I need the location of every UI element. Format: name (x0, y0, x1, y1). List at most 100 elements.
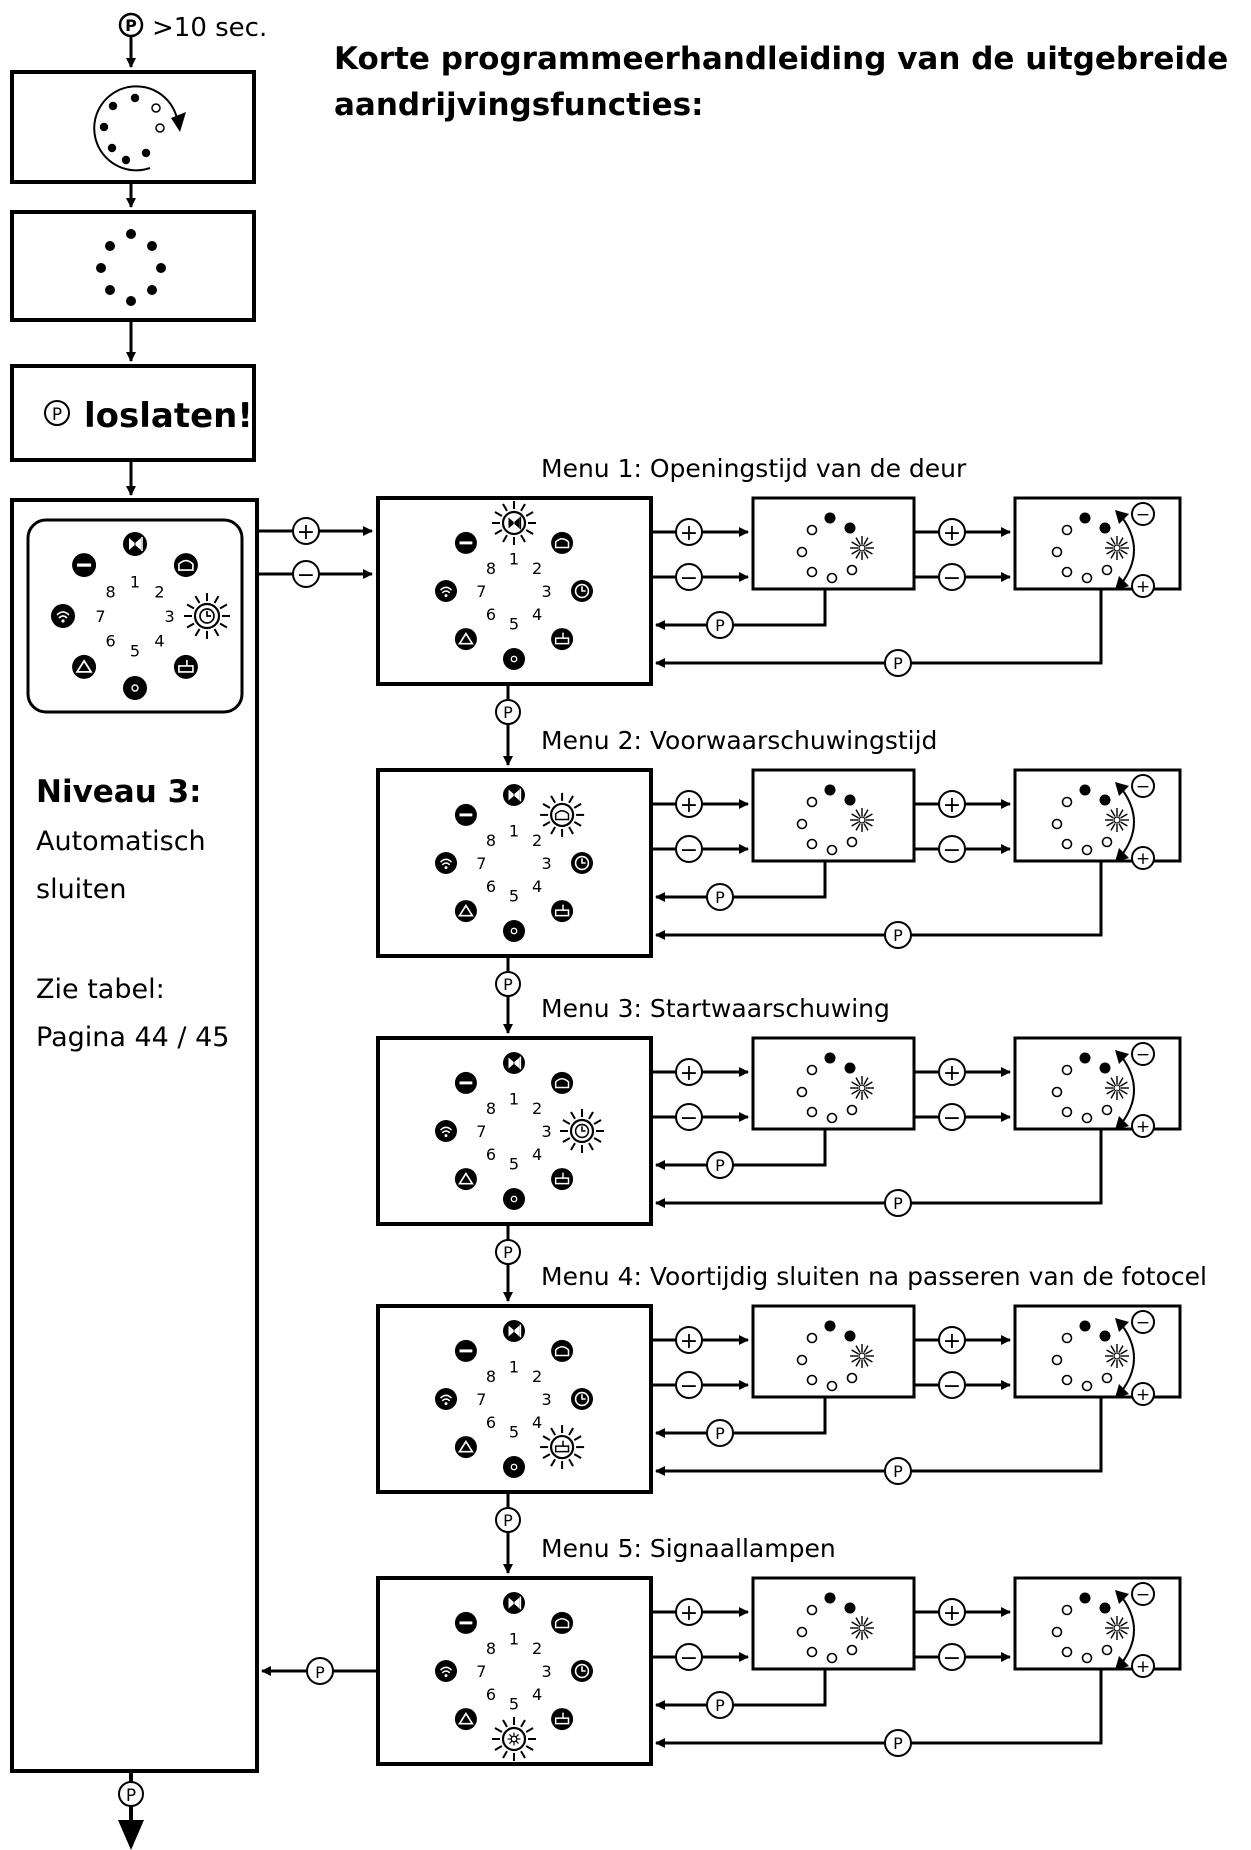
door-opening-icon (503, 1320, 525, 1342)
minus-symbol: − (675, 1103, 703, 1131)
warning-light-icon (173, 553, 198, 578)
level-name-line1: Automatisch (36, 826, 206, 857)
dial-number: 8 (486, 1367, 496, 1386)
svg-text:+: + (680, 521, 698, 546)
value-box-extended (1013, 1304, 1182, 1399)
start-condition-label: >10 sec. (152, 13, 267, 43)
dial-number: 3 (542, 1122, 552, 1141)
svg-text:P: P (893, 1734, 903, 1753)
dial-number: 3 (542, 582, 552, 601)
wireless-icon (435, 1120, 457, 1142)
minus-circle-icon (454, 531, 477, 554)
door-opening-icon (503, 784, 525, 806)
clock-icon (571, 1660, 593, 1682)
minus-symbol: − (938, 1643, 966, 1671)
clock-icon (571, 852, 593, 874)
p-symbol: P (884, 921, 912, 949)
dial-number: 1 (509, 821, 519, 840)
return-to-level-arrow: P (261, 1657, 378, 1685)
menu-title: Menu 4: Voortijdig sluiten na passeren v… (541, 1262, 1207, 1291)
minus-circle-icon (454, 1071, 477, 1094)
svg-text:−: − (680, 1646, 698, 1671)
svg-text:−: − (1136, 777, 1150, 797)
minus-symbol: − (675, 563, 703, 591)
dial-number: 3 (164, 607, 174, 626)
up-arrow-icon (454, 1168, 477, 1191)
dial-number: 5 (509, 1695, 519, 1714)
wireless-icon (435, 580, 457, 602)
svg-text:P: P (503, 975, 513, 994)
dial-number: 4 (154, 631, 164, 650)
p-symbol-release: P (44, 400, 70, 426)
dial-number: 2 (532, 1639, 542, 1658)
svg-text:−: − (297, 563, 315, 588)
dial-number: 8 (486, 1099, 496, 1118)
svg-text:P: P (715, 888, 725, 907)
rotation-icon (93, 85, 186, 172)
value-dial: −+ (1051, 774, 1155, 870)
photocell-icon (540, 1425, 585, 1470)
level-plus-arrow: + (257, 517, 373, 545)
dial-number: 6 (105, 631, 115, 650)
minus-symbol: − (1131, 502, 1155, 526)
minus-symbol: − (675, 1371, 703, 1399)
wireless-icon (435, 852, 457, 874)
dial-number: 4 (532, 877, 542, 896)
minus-symbol: − (938, 1371, 966, 1399)
value-dial (796, 512, 874, 584)
minus-symbol: − (1131, 774, 1155, 798)
minus-symbol: − (938, 1103, 966, 1131)
plus-symbol: + (675, 790, 703, 818)
table-ref-line2: Pagina 44 / 45 (36, 1022, 230, 1053)
svg-text:P: P (715, 1156, 725, 1175)
svg-text:−: − (943, 1646, 961, 1671)
plus-symbol: + (938, 790, 966, 818)
door-opening-icon (492, 501, 536, 545)
dial-number: 7 (476, 1662, 486, 1681)
svg-text:−: − (680, 566, 698, 591)
up-arrow-icon (454, 1436, 477, 1459)
svg-text:−: − (1136, 505, 1150, 525)
svg-text:+: + (1136, 577, 1150, 597)
p-symbol: P (495, 971, 521, 997)
up-arrow-icon (454, 1708, 477, 1731)
svg-text:P: P (893, 654, 903, 673)
svg-text:P: P (893, 926, 903, 945)
dial-number: 3 (542, 1662, 552, 1681)
page-title-line1: Korte programmeerhandleiding van de uitg… (334, 41, 1229, 77)
door-opening-icon (123, 532, 147, 556)
rotating-dots-box (10, 70, 256, 184)
dial-number: 4 (532, 1685, 542, 1704)
menu-title: Menu 1: Openingstijd van de deur (541, 454, 967, 483)
p-symbol: P (706, 1151, 734, 1179)
signal-lamp-icon (503, 1188, 525, 1210)
warning-light-icon (540, 792, 585, 837)
svg-text:−: − (1136, 1313, 1150, 1333)
svg-text:+: + (943, 1601, 961, 1626)
dial-number: 7 (476, 1122, 486, 1141)
clock-icon (571, 1388, 593, 1410)
svg-text:P: P (126, 1786, 136, 1806)
svg-text:−: − (943, 1106, 961, 1131)
dots-ring-icon (96, 229, 166, 306)
release-label: loslaten! (84, 396, 253, 436)
svg-text:+: + (680, 1061, 698, 1086)
svg-text:+: + (680, 1329, 698, 1354)
svg-text:P: P (715, 616, 725, 635)
door-opening-icon (503, 1052, 525, 1074)
dial-number: 6 (486, 605, 496, 624)
up-arrow-icon (454, 628, 477, 651)
minus-circle-icon (454, 1611, 477, 1634)
dial-number: 4 (532, 605, 542, 624)
value-dial: −+ (1051, 1042, 1155, 1138)
door-opening-icon (503, 1592, 525, 1614)
p-symbol-start: P (118, 12, 144, 38)
minus-symbol: − (1131, 1310, 1155, 1334)
p-symbol: P (884, 1729, 912, 1757)
